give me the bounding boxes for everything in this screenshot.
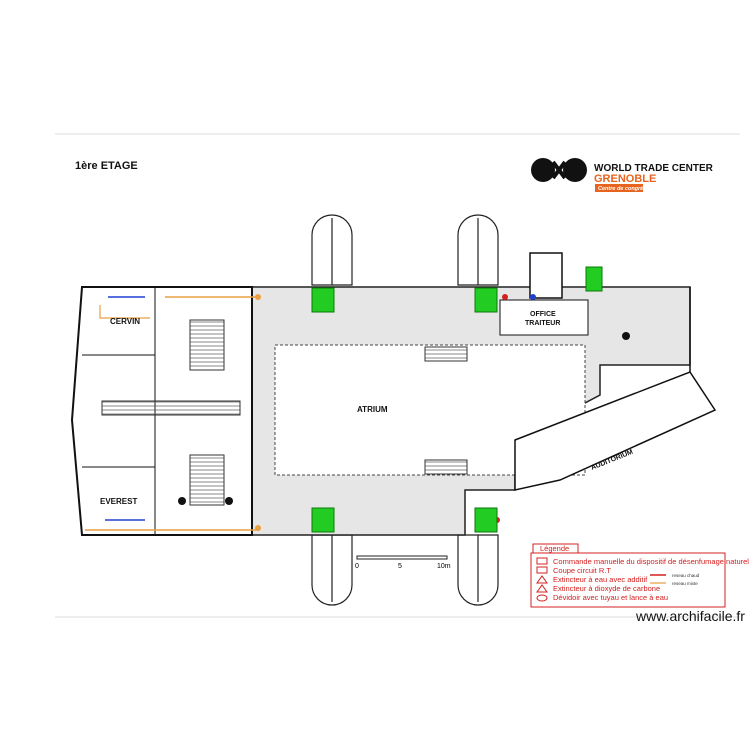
escalator-atrium-north xyxy=(424,346,468,362)
legend-item: Extincteur à dioxyde de carbone xyxy=(553,584,660,593)
legend: Légende Commande manuelle du dispositif … xyxy=(530,543,749,608)
escalator-atrium-south xyxy=(424,459,468,475)
escalator xyxy=(101,400,241,416)
legend-item: Coupe circuit R.T xyxy=(553,566,611,575)
exit-sign-icon xyxy=(474,287,498,313)
wtc-logo: WORLD TRADE CENTER GRENOBLE Centre de co… xyxy=(531,158,714,192)
water-extinguisher-icon xyxy=(536,575,548,584)
legend-item: Dévidoir avec tuyau et lance à eau xyxy=(553,593,668,602)
exit-sign-icon xyxy=(585,266,603,292)
globe-icon xyxy=(563,158,587,182)
hose-reel-icon xyxy=(536,594,548,602)
room-atrium: ATRIUM xyxy=(357,405,388,414)
manual-smoke-release-icon xyxy=(536,557,548,565)
emergency-exit-signs xyxy=(311,266,603,533)
scale-bar: 0 5 10m xyxy=(355,555,451,570)
scale-tick: 0 xyxy=(355,563,359,570)
external-stairs xyxy=(311,214,499,606)
legend-item: Extincteur à eau avec additif xyxy=(553,575,648,584)
exit-sign-icon xyxy=(311,507,335,533)
room-office-line1: OFFICE xyxy=(530,311,556,318)
logo-tagline: Centre de congrès xyxy=(598,186,646,192)
logo-line1: WORLD TRADE CENTER xyxy=(594,163,714,174)
globe-icon xyxy=(531,158,555,182)
scale-tick: 5 xyxy=(398,563,402,570)
room-cervin: CERVIN xyxy=(110,317,140,326)
room-office-line2: TRAITEUR xyxy=(525,320,560,327)
exit-sign-icon xyxy=(474,507,498,533)
logo-line2: GRENOBLE xyxy=(594,173,656,185)
legend-item: Commande manuelle du dispositif de désen… xyxy=(553,557,749,566)
stair-north xyxy=(189,319,225,371)
circuit-cutoff-icon xyxy=(536,566,548,574)
stair-south xyxy=(189,454,225,506)
plan-title: 1ère ETAGE xyxy=(75,160,138,172)
auditorium-wing xyxy=(514,371,717,491)
legend-title: Légende xyxy=(540,544,569,553)
scale-tick: 10m xyxy=(437,563,451,570)
exit-sign-icon xyxy=(311,287,335,313)
legend-line-label: reseau chaud xyxy=(672,573,700,578)
co2-extinguisher-icon xyxy=(536,584,548,593)
legend-line-label: reseau mixte xyxy=(672,581,698,586)
watermark: www.archifacile.fr xyxy=(636,608,745,624)
room-everest: EVEREST xyxy=(100,497,137,506)
office-traiteur xyxy=(499,299,589,336)
